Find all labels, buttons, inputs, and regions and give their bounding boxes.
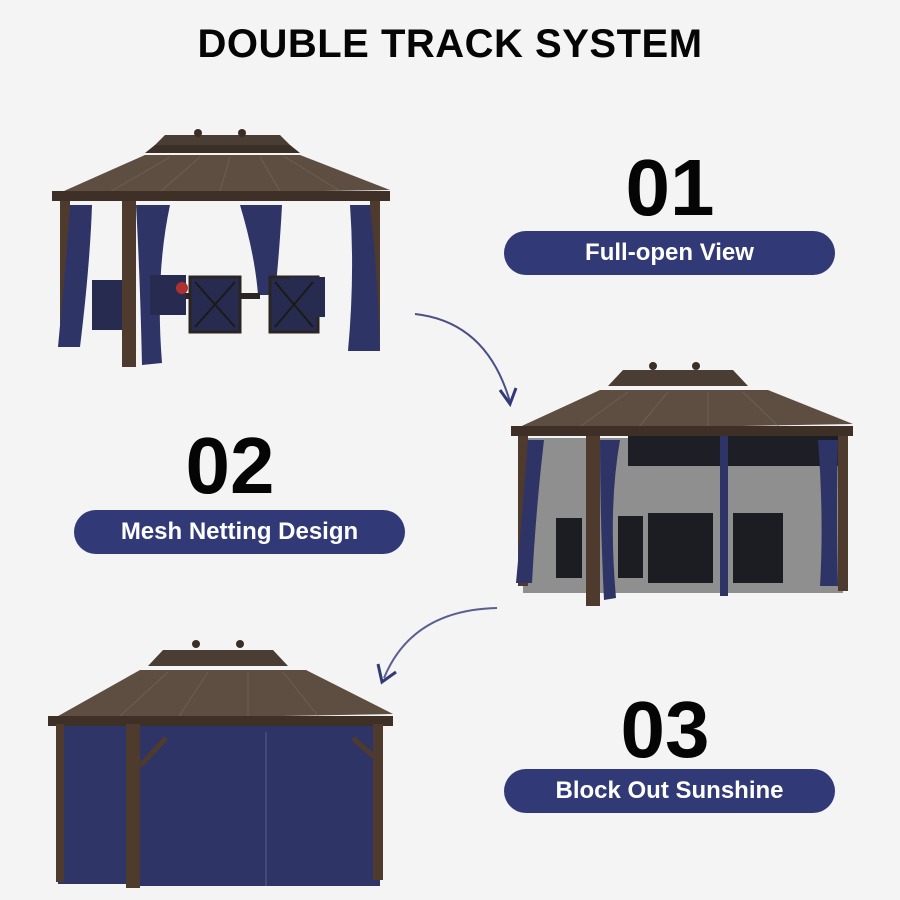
step-number-03: 03 [620,685,710,774]
step-number-02: 02 [185,421,275,510]
step-label-full-open-view: Full-open View [504,231,835,275]
arrow-down-right-icon [412,310,522,410]
step-label-block-out-sunshine: Block Out Sunshine [504,769,835,813]
arrow-down-left-icon [372,600,502,690]
page-title: DOUBLE TRACK SYSTEM [197,22,703,66]
gazebo-open-image [50,125,395,375]
step-label-mesh-netting-design: Mesh Netting Design [74,510,405,554]
step-number-01: 01 [625,143,715,232]
gazebo-mesh-image [508,358,858,608]
gazebo-closed-image [48,636,393,890]
